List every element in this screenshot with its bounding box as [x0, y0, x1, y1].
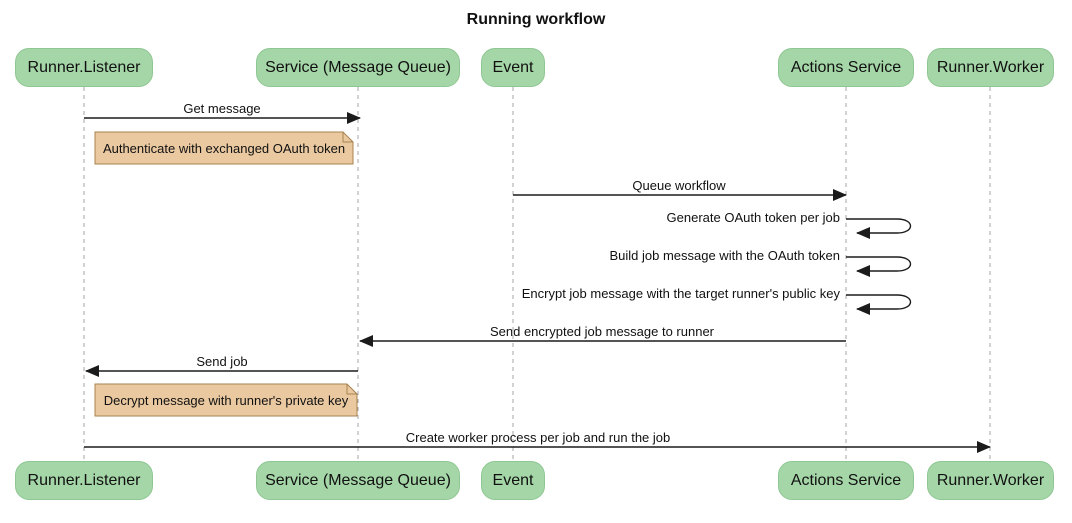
- diagram-title: Running workflow: [466, 11, 606, 28]
- message-label-queue-workflow: Queue workflow: [632, 178, 726, 193]
- actor-bottom-event: Event: [481, 461, 545, 500]
- actor-top-runner-worker: Runner.Worker: [927, 48, 1054, 87]
- arrow-generate-oauth-token-loop: [846, 218, 912, 239]
- actor-bottom-runner-listener: Runner.Listener: [15, 461, 153, 500]
- arrow-build-job-message-loop: [846, 256, 912, 277]
- actor-top-service-message-queue: Service (Message Queue): [256, 48, 460, 87]
- note-decrypt-fold: [346, 384, 357, 395]
- note-authenticate-text: Authenticate with exchanged OAuth token: [102, 140, 346, 156]
- actor-bottom-runner-worker: Runner.Worker: [927, 461, 1054, 500]
- message-label-create-worker-process: Create worker process per job and run th…: [405, 430, 671, 445]
- note-authenticate-shape: [94, 131, 354, 165]
- note-decrypt-shape: [94, 383, 358, 417]
- message-label-send-encrypted-message: Send encrypted job message to runner: [489, 324, 715, 339]
- arrow-encrypt-job-message-loop: [846, 294, 912, 315]
- note-authenticate-fold: [342, 132, 353, 143]
- message-label-encrypt-job-message: Encrypt job message with the target runn…: [521, 286, 840, 301]
- message-label-get-message: Get message: [183, 101, 261, 116]
- message-label-build-job-message: Build job message with the OAuth token: [609, 248, 840, 263]
- actor-top-actions-service: Actions Service: [778, 48, 914, 87]
- message-label-generate-oauth-token: Generate OAuth token per job: [666, 210, 840, 225]
- note-decrypt-text: Decrypt message with runner's private ke…: [103, 392, 349, 408]
- actor-bottom-service-message-queue: Service (Message Queue): [256, 461, 460, 500]
- message-label-send-job: Send job: [196, 354, 248, 369]
- actor-bottom-actions-service: Actions Service: [778, 461, 914, 500]
- actor-top-runner-listener: Runner.Listener: [15, 48, 153, 87]
- actor-top-event: Event: [481, 48, 545, 87]
